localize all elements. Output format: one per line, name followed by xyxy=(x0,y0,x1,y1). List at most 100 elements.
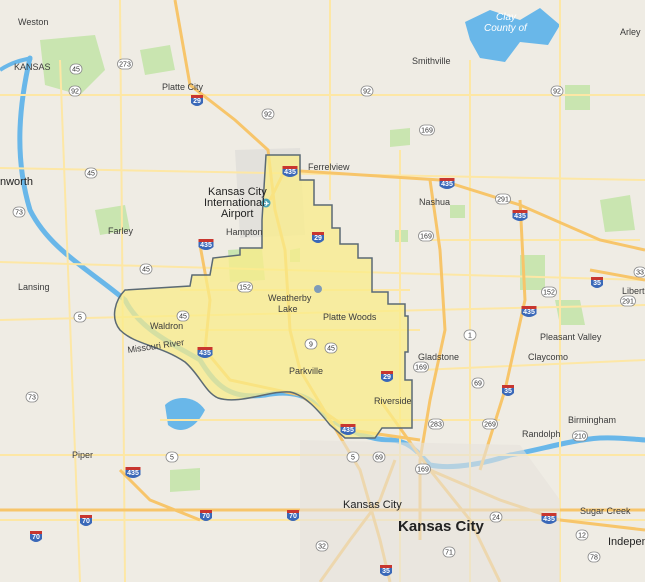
route-shield-label: 92 xyxy=(553,89,561,96)
park-area xyxy=(520,255,545,290)
interstate-shield-top xyxy=(541,513,557,516)
route-shield-shape xyxy=(372,451,386,463)
route-shield-icon: 92 xyxy=(68,85,82,97)
route-shield-icon: 69 xyxy=(372,451,386,463)
label-weatherby-2: Lake xyxy=(278,304,298,314)
route-shield-icon: 32 xyxy=(315,540,329,552)
route-shield-icon: 1 xyxy=(463,329,477,341)
route-shield-icon: 152 xyxy=(541,286,557,298)
interstate-shield-top xyxy=(502,385,514,388)
route-shield-shape xyxy=(261,108,275,120)
route-shield-shape xyxy=(117,58,133,70)
arterial-road xyxy=(0,167,645,181)
park-area xyxy=(390,128,410,147)
route-shield-shape xyxy=(68,85,82,97)
route-shield-shape xyxy=(73,311,87,323)
route-shield-shape xyxy=(587,551,601,563)
interstate-shield-top xyxy=(380,565,392,568)
highway xyxy=(478,199,527,471)
route-shield-label: 69 xyxy=(474,381,482,388)
interstate-shield-body xyxy=(287,513,299,521)
route-shield-label: 45 xyxy=(87,171,95,178)
route-shield-icon: 5 xyxy=(346,451,360,463)
interstate-shield-body xyxy=(381,374,393,382)
route-shield-label: 152 xyxy=(543,290,555,297)
route-shield-label: 73 xyxy=(28,395,36,402)
route-shield-label: 45 xyxy=(179,314,187,321)
label-leavenworth: nworth xyxy=(0,176,33,188)
interstate-shield-body xyxy=(502,388,514,396)
river-branch xyxy=(0,56,33,72)
route-shield-icon: 12 xyxy=(575,529,589,541)
route-shield-icon: 73 xyxy=(25,391,39,403)
label-piper: Piper xyxy=(72,450,93,460)
interstate-shield-icon: 70 xyxy=(200,510,212,521)
interstate-shield-label: 70 xyxy=(289,513,297,520)
interstate-shield-icon: 435 xyxy=(512,210,528,221)
interstate-shield-top xyxy=(340,424,356,427)
route-shield-label: 69 xyxy=(375,455,383,462)
place-labels: Weston KANSAS Platte City Clay County of… xyxy=(0,12,645,548)
interstate-shield-body xyxy=(312,235,324,243)
interstate-shield-label: 435 xyxy=(543,516,555,523)
route-shield-icon: 210 xyxy=(572,430,588,442)
highway xyxy=(118,468,201,522)
label-ferrelview: Ferrelview xyxy=(308,162,350,172)
park-area xyxy=(600,195,635,232)
route-shield-shape xyxy=(463,329,477,341)
route-shield-label: 5 xyxy=(78,315,82,322)
route-shield-label: 5 xyxy=(351,455,355,462)
interstate-shield-body xyxy=(80,518,92,526)
route-shield-label: 45 xyxy=(72,67,80,74)
label-sugar-creek: Sugar Creek xyxy=(580,506,631,516)
interstate-shield-top xyxy=(125,467,141,470)
route-shield-label: 92 xyxy=(363,89,371,96)
interstate-shield-label: 435 xyxy=(200,242,212,249)
interstate-shield-label: 70 xyxy=(202,513,210,520)
oxbow-lake xyxy=(165,398,205,430)
route-shield-shape xyxy=(304,338,318,350)
label-clay-1: Clay xyxy=(496,12,517,23)
interstate-shield-label: 35 xyxy=(382,568,390,575)
interstate-shield-top xyxy=(521,306,537,309)
label-hampton: Hampton xyxy=(226,227,263,237)
route-shield-icon: 45 xyxy=(139,263,153,275)
route-shield-shape xyxy=(346,451,360,463)
route-shield-shape xyxy=(620,295,636,307)
label-pleasant-valley: Pleasant Valley xyxy=(540,332,602,342)
interstate-shield-label: 435 xyxy=(523,309,535,316)
route-shield-icon: 45 xyxy=(176,310,190,322)
label-arley: Arley xyxy=(620,27,641,37)
airport-marker-icon[interactable] xyxy=(261,198,271,208)
interstate-shield-top xyxy=(200,510,212,513)
interstate-shield-top xyxy=(381,371,393,374)
route-shield-label: 1 xyxy=(468,333,472,340)
route-shield-shape xyxy=(69,63,83,75)
urban-area xyxy=(300,440,560,582)
service-area-polygon[interactable] xyxy=(113,154,413,439)
interstate-shield-label: 70 xyxy=(82,518,90,525)
interstate-shield-top xyxy=(191,95,203,98)
highway xyxy=(589,268,645,282)
interstate-shield-body xyxy=(282,169,298,177)
interstate-shield-top xyxy=(287,510,299,513)
place-marker-icon[interactable] xyxy=(314,285,322,293)
route-shield-label: 273 xyxy=(119,62,131,69)
route-shield-shape xyxy=(176,310,190,322)
route-shield-shape xyxy=(489,511,503,523)
interstate-shield-label: 29 xyxy=(383,374,391,381)
route-shield-label: 78 xyxy=(590,555,598,562)
interstate-shield-icon: 35 xyxy=(502,385,514,396)
route-shield-icon: 169 xyxy=(418,230,434,242)
smithville-lake xyxy=(465,8,560,62)
route-shield-shape xyxy=(633,266,645,278)
interstate-shield-body xyxy=(521,309,537,317)
interstate-shield-icon: 435 xyxy=(125,467,141,478)
route-shield-label: 169 xyxy=(420,234,432,241)
label-platte-city: Platte City xyxy=(162,82,204,92)
route-shield-label: 152 xyxy=(239,285,251,292)
park-area xyxy=(170,468,200,492)
interstate-shield-body xyxy=(340,427,356,435)
